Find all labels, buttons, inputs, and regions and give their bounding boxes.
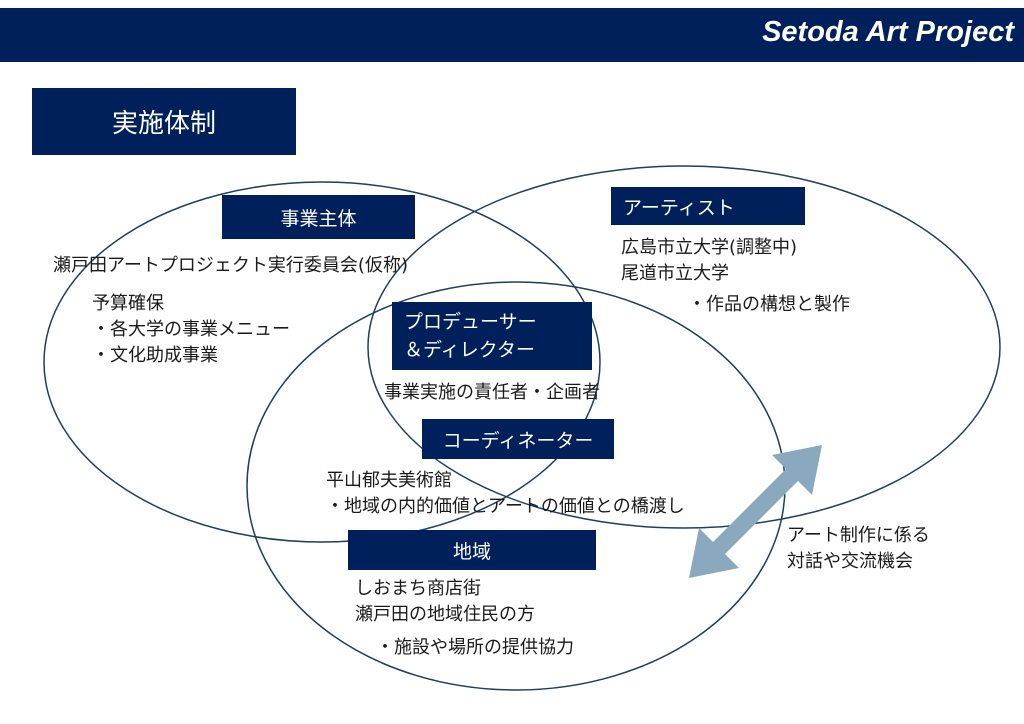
page-title: 実施体制 <box>32 88 296 155</box>
coordinator-details: 平山郁夫美術館 ・地域の内的価値とアートの価値との橋渡し <box>326 468 685 520</box>
header-bar: Setoda Art Project <box>0 8 1024 62</box>
region-line: 瀬戸田の地域住民の方 <box>355 604 535 625</box>
region-role: ・施設や場所の提供協力 <box>376 637 574 658</box>
business-line: ・文化助成事業 <box>92 345 218 366</box>
coordinator-line: ・地域の内的価値とアートの価値との橋渡し <box>326 496 685 517</box>
business-details: 予算確保 ・各大学の事業メニュー ・文化助成事業 <box>92 291 290 369</box>
producer-label: プロデューサー ＆ディレクター <box>392 302 592 370</box>
producer-role: 事業実施の責任者・企画者 <box>384 382 600 403</box>
double-arrow-icon <box>689 445 822 578</box>
artist-line: 広島市立大学(調整中) <box>621 237 798 258</box>
producer-label-line: プロデューサー <box>404 311 537 333</box>
coordinator-line: 平山郁夫美術館 <box>326 470 452 491</box>
region-details: しおまち商店街 瀬戸田の地域住民の方 <box>355 576 535 628</box>
arrow-note-line: アート制作に係る <box>787 525 930 546</box>
business-ellipse <box>43 181 601 543</box>
region-line: しおまち商店街 <box>355 578 481 599</box>
region-label: 地域 <box>348 530 596 570</box>
business-org: 瀬戸田アートプロジェクト実行委員会(仮称) <box>53 255 408 276</box>
brand-title: Setoda Art Project <box>762 16 1014 48</box>
artist-label: アーティスト <box>611 187 805 225</box>
coordinator-label: コーディネーター <box>422 419 614 459</box>
artist-ellipse <box>367 165 1001 529</box>
artist-role: ・作品の構想と製作 <box>688 294 850 315</box>
business-line: 予算確保 <box>92 293 164 314</box>
artist-line: 尾道市立大学 <box>621 263 729 284</box>
producer-label-line: ＆ディレクター <box>404 339 535 361</box>
business-line: ・各大学の事業メニュー <box>92 319 290 340</box>
artist-details: 広島市立大学(調整中) 尾道市立大学 <box>621 235 797 287</box>
arrow-note: アート制作に係る 対話や交流機会 <box>787 523 930 575</box>
arrow-note-line: 対話や交流機会 <box>787 551 913 572</box>
business-label: 事業主体 <box>222 195 415 239</box>
